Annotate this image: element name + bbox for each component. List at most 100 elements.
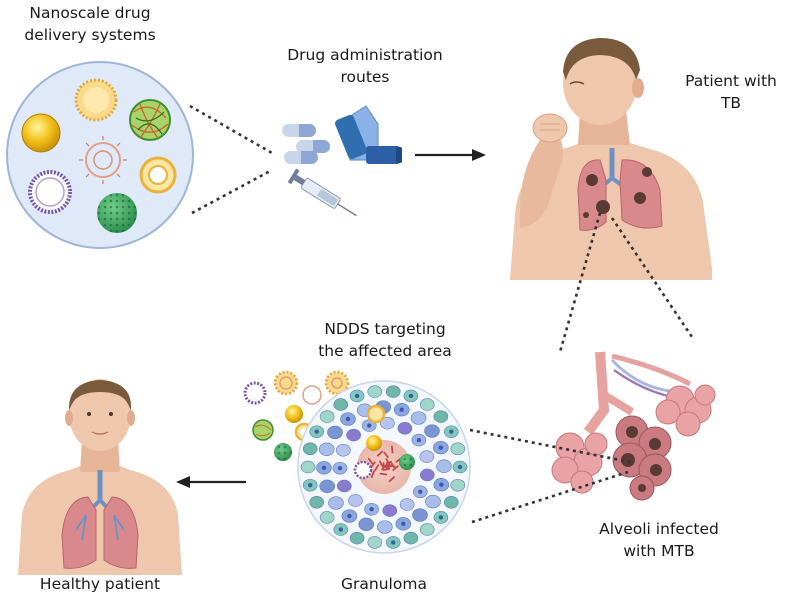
label-routes-line2: routes [270, 66, 460, 88]
cell-nucleus [367, 423, 371, 427]
label-alveoli-infected: Alveoli infected with MTB [584, 518, 734, 562]
healthy-patient-figure [18, 379, 182, 575]
granuloma-cell [377, 521, 392, 534]
cell-nucleus [355, 394, 359, 398]
polymer-mesh-icon [130, 100, 170, 140]
granuloma-cell [386, 386, 400, 398]
cell-nucleus [308, 483, 312, 487]
granuloma-cell [337, 480, 351, 492]
granuloma-cell [411, 412, 426, 425]
inhaler-icon [334, 106, 402, 164]
label-alveoli-line2: with MTB [584, 540, 734, 562]
liposome-icon [30, 172, 70, 212]
granuloma-cell [349, 495, 363, 507]
connector-circle-routes [190, 106, 272, 213]
granuloma-cell [320, 411, 334, 423]
mtb-bacterium [392, 447, 393, 453]
label-alveoli-line1: Alveoli infected [584, 518, 734, 540]
cell-nucleus [347, 514, 351, 518]
cell-nucleus [401, 522, 405, 526]
granuloma-cell [350, 532, 364, 544]
granuloma-cell [320, 480, 335, 493]
granuloma-cell [420, 451, 434, 463]
cell-nucleus [322, 466, 326, 470]
cell-nucleus [418, 490, 422, 494]
label-healthy-patient: Healthy patient [25, 573, 175, 595]
label-ndds-targeting: NDDS targeting the affected area [300, 318, 470, 362]
label-routes-line1: Drug administration [270, 44, 460, 66]
granuloma-cell [451, 479, 465, 491]
granuloma-cell [319, 443, 334, 456]
granuloma-cell [420, 469, 434, 481]
label-patient-with-tb: Patient with TB [676, 70, 786, 114]
label-nanoscale-systems: Nanoscale drug delivery systems [0, 2, 180, 46]
granuloma-cell [329, 497, 344, 510]
capsule-icon [282, 124, 316, 137]
cell-nucleus [338, 466, 342, 470]
label-patient-line1: Patient with [676, 70, 786, 92]
label-nanoscale-line2: delivery systems [0, 24, 180, 46]
label-ndds-line2: the affected area [300, 340, 470, 362]
granuloma-cell [420, 399, 434, 411]
alveoli-illustration [552, 352, 715, 500]
mtb-bacterium [380, 474, 386, 475]
label-healthy: Healthy patient [25, 573, 175, 595]
granuloma-cell [368, 536, 382, 548]
granuloma-cell [359, 518, 374, 531]
cell-nucleus [315, 430, 319, 434]
micelle-icon [76, 80, 116, 120]
granuloma-cell [398, 422, 412, 434]
cell-nucleus [346, 417, 350, 421]
infected-alveoli-icon [613, 416, 671, 500]
label-nanoscale-line1: Nanoscale drug [0, 2, 180, 24]
cell-nucleus [409, 394, 413, 398]
granuloma-cell [404, 532, 418, 544]
arrow-routes-to-patient [415, 149, 486, 161]
granuloma-cell [301, 461, 315, 473]
granuloma-cell [437, 460, 452, 473]
cell-nucleus [369, 507, 373, 511]
green-nanoparticle-icon [97, 193, 137, 233]
granuloma-cell [383, 505, 397, 517]
cell-nucleus [449, 430, 453, 434]
granuloma-cell [420, 524, 434, 536]
ring-nanoparticle-icon [141, 158, 175, 192]
granuloma-cell [425, 425, 440, 438]
granuloma-cell [444, 496, 458, 508]
nanoparticle-circle [7, 62, 193, 248]
cell-nucleus [439, 446, 443, 450]
cell-nucleus [339, 527, 343, 531]
granuloma-cell [334, 399, 348, 411]
granuloma-cell [434, 411, 448, 423]
label-granuloma-text: Granuloma [314, 573, 454, 595]
granuloma-cell [320, 511, 334, 523]
granuloma-cell [400, 499, 414, 511]
granuloma-cell [368, 386, 382, 398]
granuloma-cell [303, 443, 317, 455]
granuloma-cell [347, 429, 361, 441]
label-granuloma: Granuloma [314, 573, 454, 595]
cell-nucleus [458, 465, 462, 469]
label-ndds-line1: NDDS targeting [300, 318, 470, 340]
granuloma-illustration [298, 381, 470, 553]
granuloma-cell [310, 496, 324, 508]
granuloma-cell [413, 509, 428, 522]
alveolar-sac-icon [552, 433, 607, 493]
label-drug-routes: Drug administration routes [270, 44, 460, 88]
gold-nanoparticle-icon [22, 114, 60, 152]
drug-routes-illustration [282, 106, 402, 222]
capsule-icon [284, 151, 318, 164]
granuloma-cell [336, 444, 350, 456]
granuloma-cell [426, 495, 441, 508]
label-patient-line2: TB [676, 92, 786, 114]
cell-nucleus [417, 438, 421, 442]
cell-nucleus [439, 483, 443, 487]
cell-nucleus [400, 408, 404, 412]
granuloma-cell [328, 426, 343, 439]
syringe-icon [288, 169, 361, 223]
alveolar-sac-icon [656, 385, 715, 436]
arrow-granuloma-to-healthy [176, 476, 246, 488]
granuloma-cell [451, 443, 465, 455]
